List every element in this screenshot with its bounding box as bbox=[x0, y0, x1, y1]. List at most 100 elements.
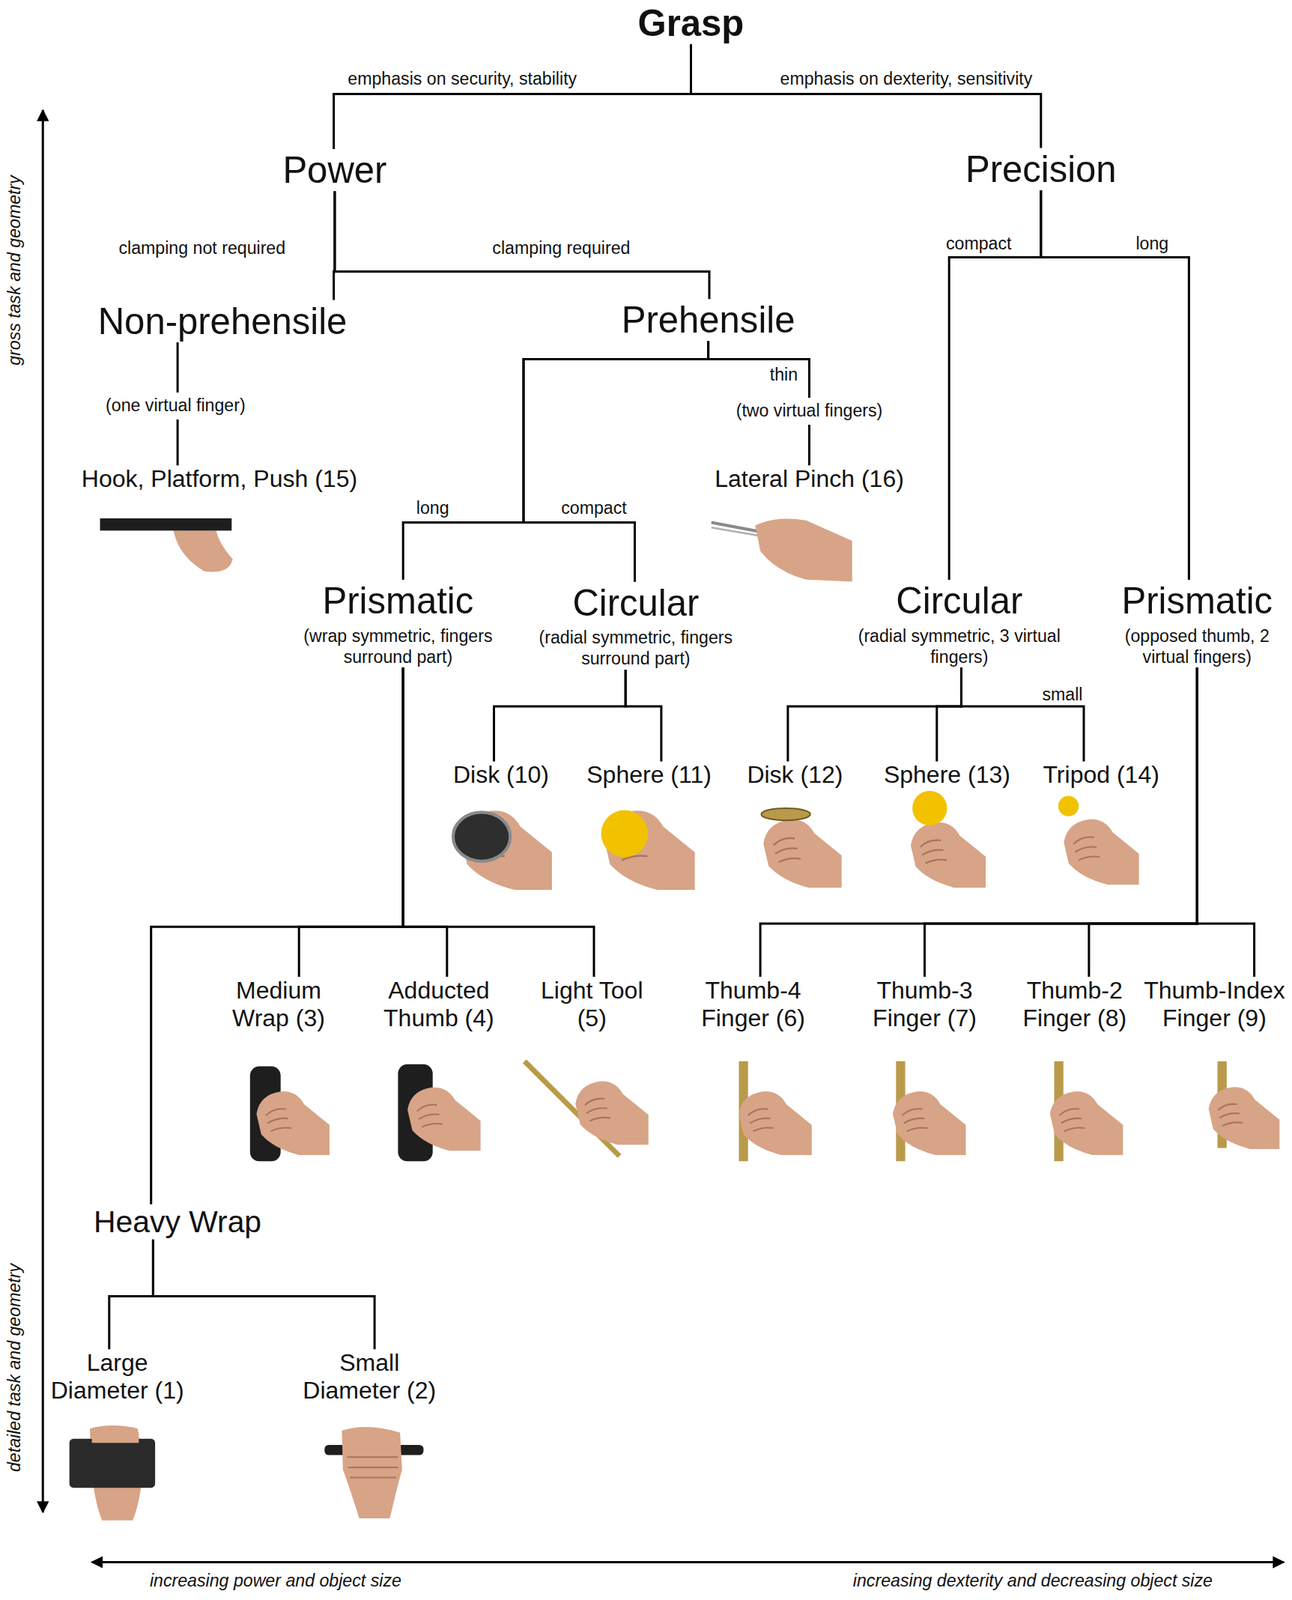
tree-node: Tripod (14) bbox=[1029, 760, 1173, 789]
node-label: Prehensile bbox=[575, 298, 841, 341]
tree-connector bbox=[334, 44, 692, 150]
axis-label: detailed task and geometry bbox=[5, 1263, 27, 1472]
tree-connector bbox=[760, 667, 1197, 977]
tree-node: Disk (10) bbox=[434, 760, 567, 789]
hand-illustration bbox=[92, 1429, 140, 1444]
node-subtitle: (radial symmetric, fingers surround part… bbox=[531, 627, 740, 670]
hand-illustration bbox=[754, 518, 852, 582]
sphere-object bbox=[1058, 796, 1079, 817]
tree-connector bbox=[151, 667, 404, 1205]
edge-label: compact bbox=[560, 498, 627, 520]
tree-connector bbox=[402, 667, 448, 977]
node-subtitle: (radial symmetric, 3 virtual fingers) bbox=[857, 626, 1063, 669]
cylinder-object bbox=[69, 1438, 156, 1488]
tree-connector bbox=[1089, 667, 1197, 977]
tree-node: Small Diameter (2) bbox=[292, 1348, 448, 1405]
tree-node: Adducted Thumb (4) bbox=[369, 976, 508, 1033]
tree-node: Heavy Wrap bbox=[59, 1204, 295, 1240]
node-label: Heavy Wrap bbox=[59, 1204, 295, 1240]
tree-node: Prismatic(wrap symmetric, fingers surrou… bbox=[293, 579, 503, 668]
tree-node: Thumb-Index Finger (9) bbox=[1137, 976, 1291, 1033]
hand-illustration bbox=[1050, 1091, 1123, 1155]
edge-note: (two virtual fingers) bbox=[734, 397, 885, 425]
disk-object bbox=[760, 808, 810, 821]
edge-label: thin bbox=[769, 365, 798, 387]
tree-connector bbox=[402, 667, 594, 977]
node-label: Prismatic bbox=[293, 579, 503, 622]
tree-node: Sphere (11) bbox=[572, 760, 726, 789]
sphere-object bbox=[601, 810, 649, 858]
tree-node: Prehensile bbox=[575, 298, 841, 341]
tree-node: Power bbox=[232, 149, 438, 191]
finger-lines bbox=[346, 1456, 398, 1477]
tree-node: Light Tool (5) bbox=[529, 976, 654, 1033]
node-label: Thumb-4 Finger (6) bbox=[684, 976, 823, 1033]
node-label: Small Diameter (2) bbox=[292, 1348, 448, 1405]
tree-node: Disk (12) bbox=[728, 760, 862, 789]
node-label: Large Diameter (1) bbox=[39, 1348, 195, 1405]
sphere-object bbox=[912, 790, 947, 826]
node-label: Prismatic bbox=[1105, 579, 1290, 622]
tree-node: Non-prehensile bbox=[69, 300, 376, 343]
disk-object bbox=[453, 811, 511, 861]
edge-label: small bbox=[1041, 684, 1083, 706]
node-label: Grasp bbox=[578, 2, 804, 45]
axis-label: increasing power and object size bbox=[149, 1570, 402, 1592]
tree-connector bbox=[523, 341, 709, 582]
node-label: Thumb-Index Finger (9) bbox=[1137, 976, 1291, 1033]
tree-node: Precision bbox=[918, 148, 1164, 191]
node-label: Non-prehensile bbox=[69, 300, 376, 343]
hand-illustration bbox=[763, 819, 842, 888]
tree-connector bbox=[298, 667, 403, 977]
hand-illustration bbox=[575, 1080, 648, 1145]
horizontal-axis-arrow bbox=[92, 1560, 1284, 1564]
tree-connector bbox=[924, 667, 1198, 977]
hand-illustration bbox=[738, 1091, 812, 1155]
tree-node: Large Diameter (1) bbox=[39, 1348, 195, 1405]
tree-connector bbox=[152, 1239, 375, 1350]
node-label: Sphere (13) bbox=[870, 760, 1024, 789]
hand-illustration bbox=[256, 1091, 329, 1155]
node-label: Thumb-3 Finger (7) bbox=[856, 976, 994, 1033]
node-subtitle: (wrap symmetric, fingers surround part) bbox=[293, 626, 503, 669]
node-label: Light Tool (5) bbox=[529, 976, 654, 1033]
edge-label: clamping required bbox=[492, 238, 630, 260]
node-label: Hook, Platform, Push (15) bbox=[56, 465, 383, 493]
tree-node: Sphere (13) bbox=[870, 760, 1024, 789]
vertical-axis-arrow bbox=[41, 110, 45, 1513]
node-label: Power bbox=[232, 149, 438, 191]
tree-node: Medium Wrap (3) bbox=[209, 976, 348, 1033]
tree-connector bbox=[494, 669, 627, 762]
tree-connector bbox=[961, 667, 1085, 761]
hand-illustration bbox=[341, 1426, 402, 1519]
edge-label: emphasis on security, stability bbox=[347, 68, 577, 90]
edge-label: long bbox=[1135, 233, 1169, 255]
tree-connector bbox=[625, 669, 662, 762]
tree-connector bbox=[109, 1239, 154, 1350]
node-label: Tripod (14) bbox=[1029, 760, 1173, 789]
hand-illustration bbox=[1063, 819, 1139, 885]
tree-node: Grasp bbox=[578, 2, 804, 45]
node-label: Lateral Pinch (16) bbox=[686, 465, 932, 493]
tree-node: Circular(radial symmetric, fingers surro… bbox=[531, 581, 740, 670]
edge-label: clamping not required bbox=[118, 238, 286, 260]
hand-illustration bbox=[892, 1091, 966, 1155]
edge-label: emphasis on dexterity, sensitivity bbox=[780, 68, 1033, 90]
tree-connector bbox=[1196, 667, 1254, 977]
tree-node: Thumb-2 Finger (8) bbox=[1005, 976, 1144, 1033]
hand-illustration bbox=[910, 822, 986, 888]
tree-connector bbox=[334, 190, 710, 299]
tree-node: Circular(radial symmetric, 3 virtual fin… bbox=[857, 579, 1063, 668]
tree-connector bbox=[787, 667, 962, 761]
node-subtitle: (opposed thumb, 2 virtual fingers) bbox=[1105, 626, 1290, 669]
tree-node: Lateral Pinch (16) bbox=[686, 465, 932, 493]
node-label: Circular bbox=[857, 579, 1063, 622]
axis-label: increasing dexterity and decreasing obje… bbox=[853, 1570, 1213, 1592]
node-label: Adducted Thumb (4) bbox=[369, 976, 508, 1033]
node-label: Circular bbox=[531, 581, 740, 624]
tree-connector bbox=[936, 667, 962, 761]
node-label: Disk (12) bbox=[728, 760, 862, 789]
node-label: Medium Wrap (3) bbox=[209, 976, 348, 1033]
tree-node: Thumb-3 Finger (7) bbox=[856, 976, 994, 1033]
